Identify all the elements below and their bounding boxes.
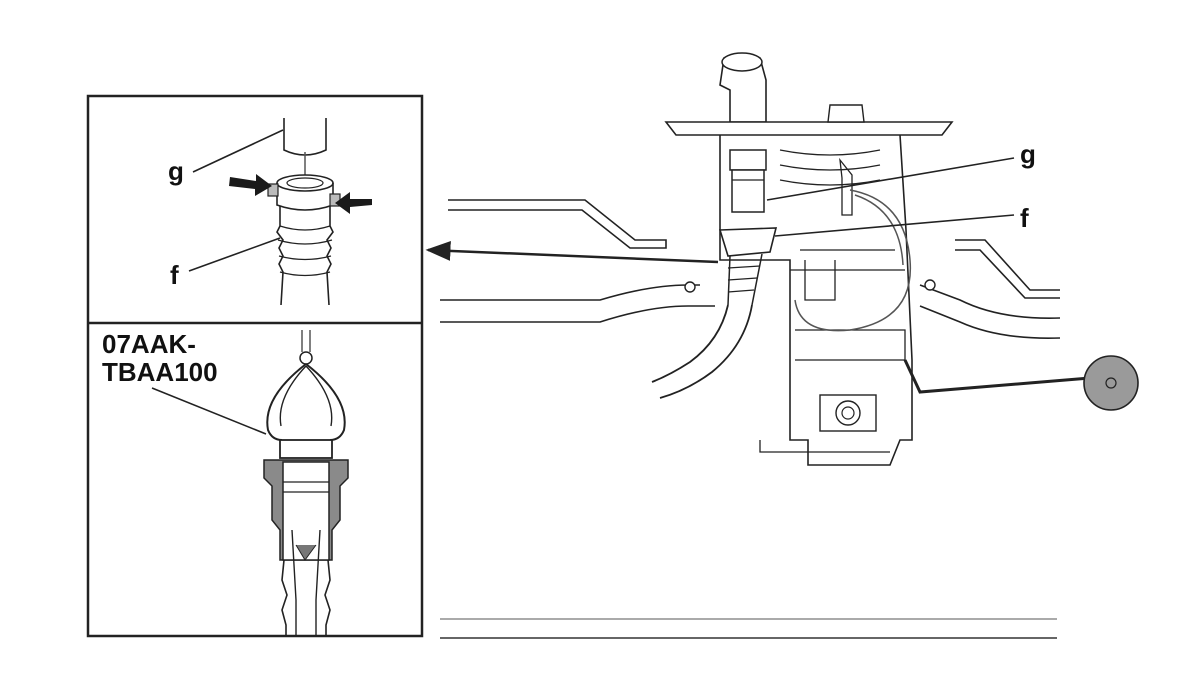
label-tool-line1: 07AAK-: [102, 329, 196, 359]
label-g-main: g: [1020, 139, 1036, 169]
upper-detail-connector: [229, 118, 372, 306]
leader-g-main: [766, 157, 1015, 201]
bottom-reference-lines: [440, 618, 1057, 639]
press-arrow-left-icon: [229, 174, 272, 196]
lower-detail-tool: [263, 330, 349, 636]
leader-g-detail: [192, 129, 284, 173]
label-f-detail: f: [170, 260, 179, 290]
label-g-detail: g: [168, 156, 184, 186]
callout-arrow: [425, 240, 719, 264]
press-arrow-right-icon: [335, 192, 372, 214]
leader-f-main: [774, 214, 1015, 237]
main-assembly-view: [440, 52, 1139, 466]
leader-tool: [151, 387, 267, 435]
label-tool-line2: TBAA100: [102, 357, 218, 387]
label-f-main: f: [1020, 203, 1029, 233]
leader-f-detail: [188, 237, 281, 272]
